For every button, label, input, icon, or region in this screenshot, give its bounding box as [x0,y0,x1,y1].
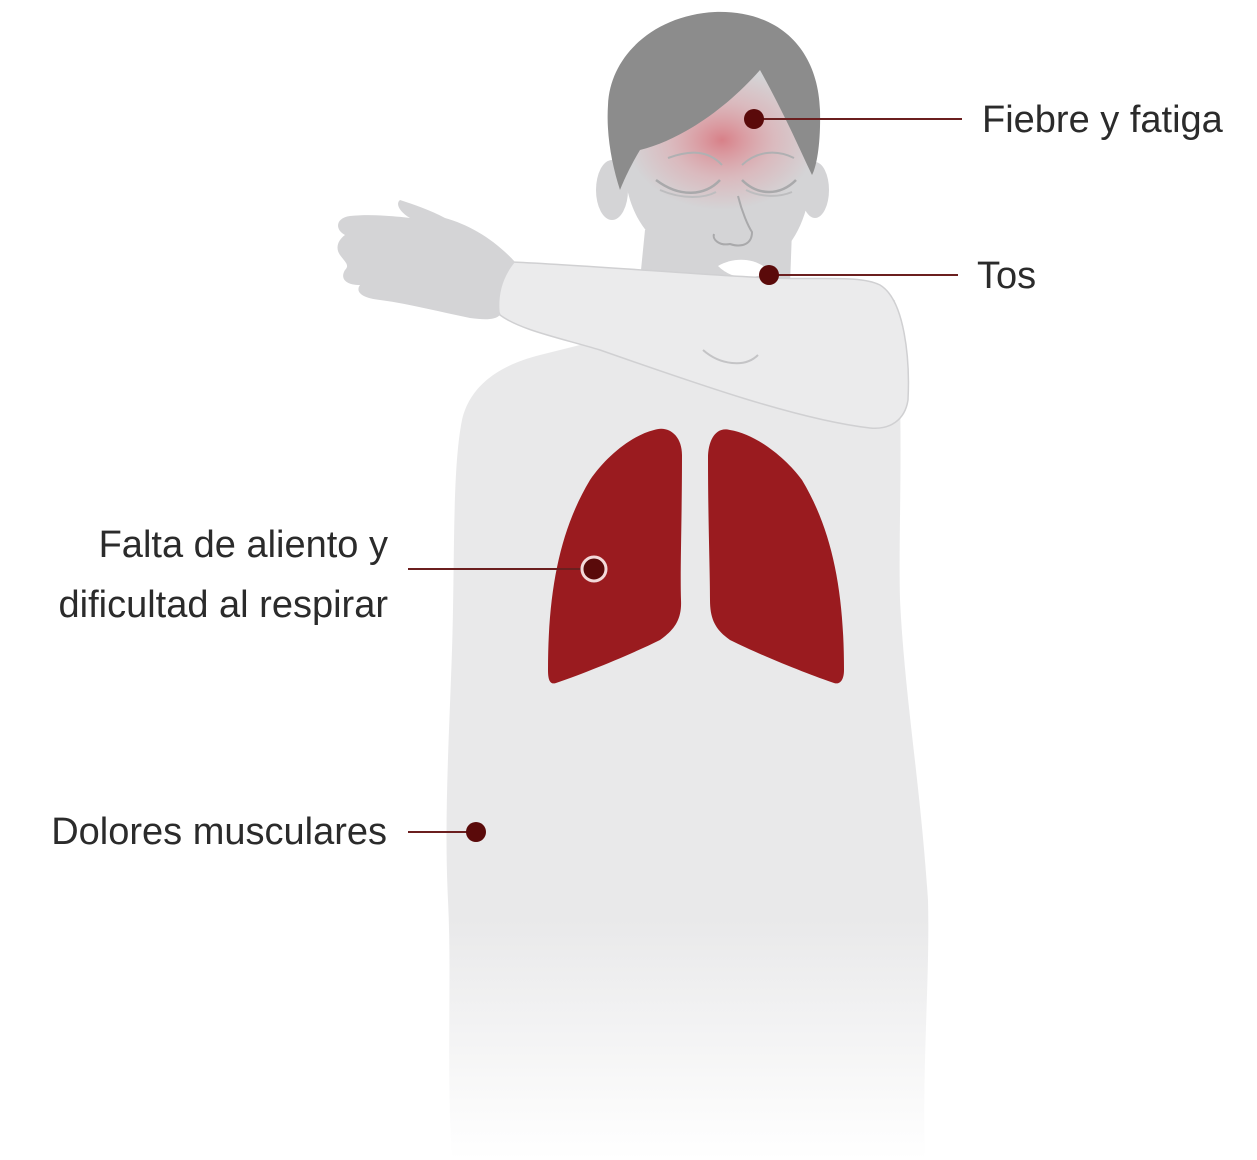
muscle-pain-label: Dolores musculares [51,802,387,862]
fever-marker [744,109,764,129]
hand [338,200,515,319]
fever-fatigue-label: Fiebre y fatiga [982,90,1223,150]
cough-label: Tos [977,246,1036,306]
shortness-of-breath-label: Falta de aliento y dificultad al respira… [59,515,388,635]
shortness-of-breath-label-line-1: Falta de aliento y [59,515,388,575]
shortness-of-breath-label-line-2: dificultad al respirar [59,575,388,635]
body-torso [447,300,929,1160]
muscle-marker [466,822,486,842]
breath-marker [582,557,606,581]
cough-marker [759,265,779,285]
